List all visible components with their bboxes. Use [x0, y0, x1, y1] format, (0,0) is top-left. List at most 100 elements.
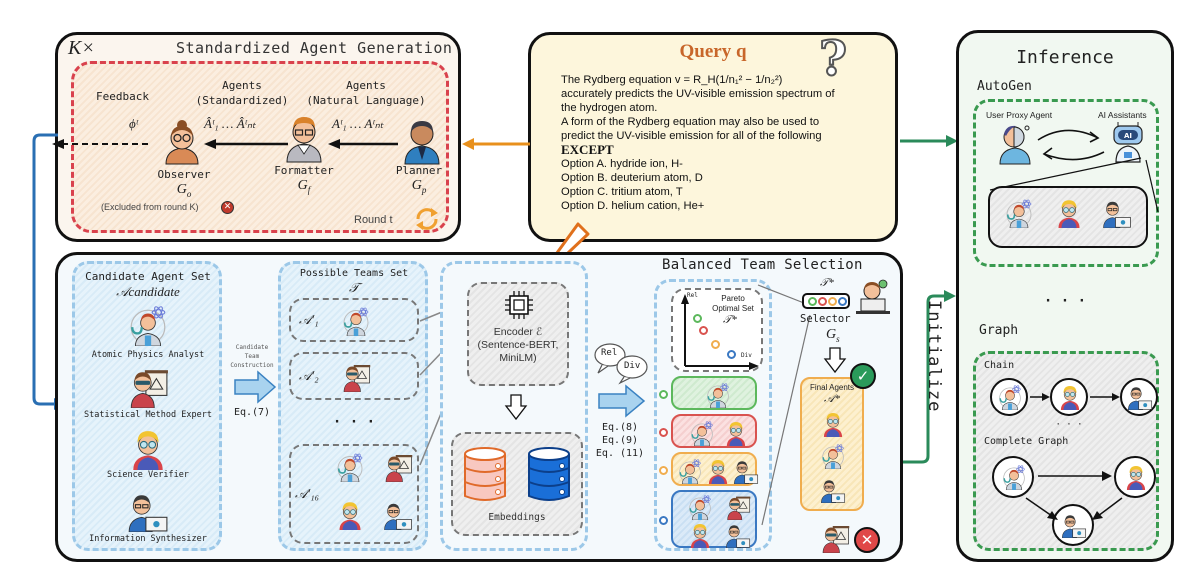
physics-analyst-icon	[997, 384, 1023, 411]
team-16-label: 𝒜′₁₆	[295, 486, 320, 501]
selector-set-box	[802, 293, 850, 309]
pareto-axis-x-label: Div	[741, 352, 752, 359]
pareto-team-3	[671, 452, 759, 486]
query-option-c: Option C. tritium atom, T	[561, 186, 683, 198]
div-label: Div	[624, 361, 641, 371]
physics-analyst-icon	[687, 494, 713, 521]
chain-node-physics	[990, 378, 1028, 416]
graph-box: Chain · · · Complete Graph	[973, 351, 1159, 551]
formatter-symbol: Gf	[264, 178, 344, 195]
inference-ellipsis: · · ·	[1043, 293, 1087, 309]
selector-dot-yellow	[828, 297, 837, 306]
rejected-statistical-expert-icon	[820, 523, 850, 554]
initialize-arrow	[902, 290, 956, 464]
scoring-equations: Eq.(8) Eq.(9) Eq. (11)	[588, 421, 652, 460]
query-option-b: Option B. deuterium atom, D	[561, 172, 703, 184]
physics-analyst-icon	[705, 382, 731, 409]
encoder-label-line1: Encoder ℰ	[493, 326, 543, 338]
physics-analyst-icon	[820, 443, 846, 470]
encoder-down-arrow	[504, 394, 528, 421]
query-line-4: A form of the Rydberg equation may also …	[561, 116, 820, 128]
chain-label: Chain	[984, 360, 1015, 371]
information-synthesizer-icon	[725, 522, 751, 549]
construction-label: Candidate Team Construction	[224, 343, 280, 370]
team-2-box: 𝒜′₂	[289, 352, 419, 400]
ai-assistant-robot-icon: AI	[1113, 122, 1143, 163]
balanced-selection-title: Balanced Team Selection	[662, 257, 863, 273]
formatter-to-observer-arrow	[204, 139, 288, 149]
science-verifier-icon	[820, 411, 846, 437]
excluded-note: (Excluded from round K)	[101, 202, 199, 212]
pareto-title: Pareto Optimal Set	[703, 294, 763, 314]
chain-node-verifier	[1050, 378, 1088, 416]
inference-panel: Inference AutoGen User Proxy Agent AI As…	[956, 30, 1174, 562]
candidate-agent-2: Statistical Method Expert	[84, 410, 212, 420]
ranked-teams-column: Rel Div Pareto Optimal Set 𝒯*	[654, 279, 772, 551]
encoder-chip-icon	[505, 291, 533, 319]
pareto-point-green	[693, 314, 702, 323]
equation-11: Eq. (11)	[595, 448, 645, 459]
selector-set-symbol: 𝒯*	[820, 277, 834, 289]
teams-symbol: 𝒯	[349, 280, 359, 295]
candidate-symbol: 𝒜candidate	[116, 284, 180, 299]
planner-symbol-sub: p	[421, 184, 427, 195]
planner-avatar-icon	[404, 121, 440, 165]
physics-analyst-icon	[341, 306, 371, 337]
scoring-arrow	[598, 384, 646, 418]
observer-symbol-base: G	[176, 182, 187, 197]
final-agents-symbol: 𝒜*	[824, 393, 840, 405]
graph-mid-ellipsis: · · ·	[1055, 420, 1083, 430]
standardized-label-line2: (Standardized)	[195, 94, 289, 107]
query-line-3: the hydrogen atom.	[561, 102, 658, 114]
query-line-5: predict the UV-visible emission for all …	[561, 130, 822, 142]
final-check-icon: ✓	[850, 363, 876, 389]
selector-symbol: Gs	[826, 327, 840, 344]
user-proxy-agent-icon	[999, 125, 1031, 165]
observer-symbol: Go	[144, 182, 224, 199]
construction-label-line1: Candidate	[235, 344, 269, 351]
question-mark-icon: ?	[818, 30, 848, 88]
final-agents-box: Final Agents 𝒜*	[800, 377, 864, 511]
candidate-agent-4: Information Synthesizer	[89, 534, 207, 544]
assistant-physics-analyst-icon	[1004, 198, 1034, 229]
formatter-avatar-icon	[286, 117, 322, 163]
team-16-box: 𝒜′₁₆	[289, 444, 419, 544]
construction-arrow	[234, 370, 277, 404]
query-to-inference-arrow	[900, 135, 958, 147]
team-selection-panel: Candidate Agent Set 𝒜candidate Atomic Ph…	[55, 252, 903, 562]
pareto-axis-y-label: Rel	[687, 292, 698, 299]
rel-label: Rel	[601, 348, 618, 358]
information-synthesizer-icon	[127, 490, 169, 533]
equation-9: Eq.(9)	[601, 435, 639, 446]
pareto-to-selector-lines	[757, 284, 811, 526]
query-to-generation-arrow	[462, 138, 530, 150]
formatter-symbol-sub: f	[307, 184, 311, 195]
autogen-box: User Proxy Agent AI Assistants AI	[973, 99, 1159, 267]
rank-dot-blue	[659, 516, 668, 525]
query-line-1: The Rydberg equation v = R_H(1/n₁² − 1/n…	[561, 74, 783, 86]
science-verifier-icon	[705, 458, 731, 484]
candidate-agent-3: Science Verifier	[107, 470, 189, 480]
graph-label: Graph	[979, 323, 1019, 338]
embedding-db-blue-icon	[528, 447, 570, 501]
query-except: EXCEPT	[561, 142, 614, 157]
rank-dot-red	[659, 428, 668, 437]
pareto-team-1	[671, 376, 757, 410]
query-option-a: Option A. hydride ion, H-	[561, 158, 683, 170]
assistant-expansion-lines	[989, 157, 1159, 213]
user-proxy-label: User Proxy Agent	[986, 110, 1053, 120]
pareto-point-yellow	[711, 340, 720, 349]
science-verifier-icon	[1123, 464, 1149, 490]
pareto-title-line1: Pareto	[721, 294, 745, 303]
selector-dot-green	[808, 297, 817, 306]
standardized-agent-generation-panel: K× Standardized Agent Generation Feedbac…	[52, 32, 461, 242]
atomic-physics-analyst-icon	[127, 304, 169, 347]
round-label: Round t	[354, 214, 393, 226]
science-verifier-icon	[687, 522, 713, 548]
final-agents-label: Final Agents	[809, 383, 855, 392]
candidate-agent-1: Atomic Physics Analyst	[91, 350, 205, 360]
complete-graph-edges	[1025, 471, 1123, 520]
teams-ellipsis: · · ·	[332, 414, 376, 430]
complete-node-physics	[992, 456, 1034, 498]
standardized-agents-label: Agents (Standardized)	[182, 78, 302, 108]
